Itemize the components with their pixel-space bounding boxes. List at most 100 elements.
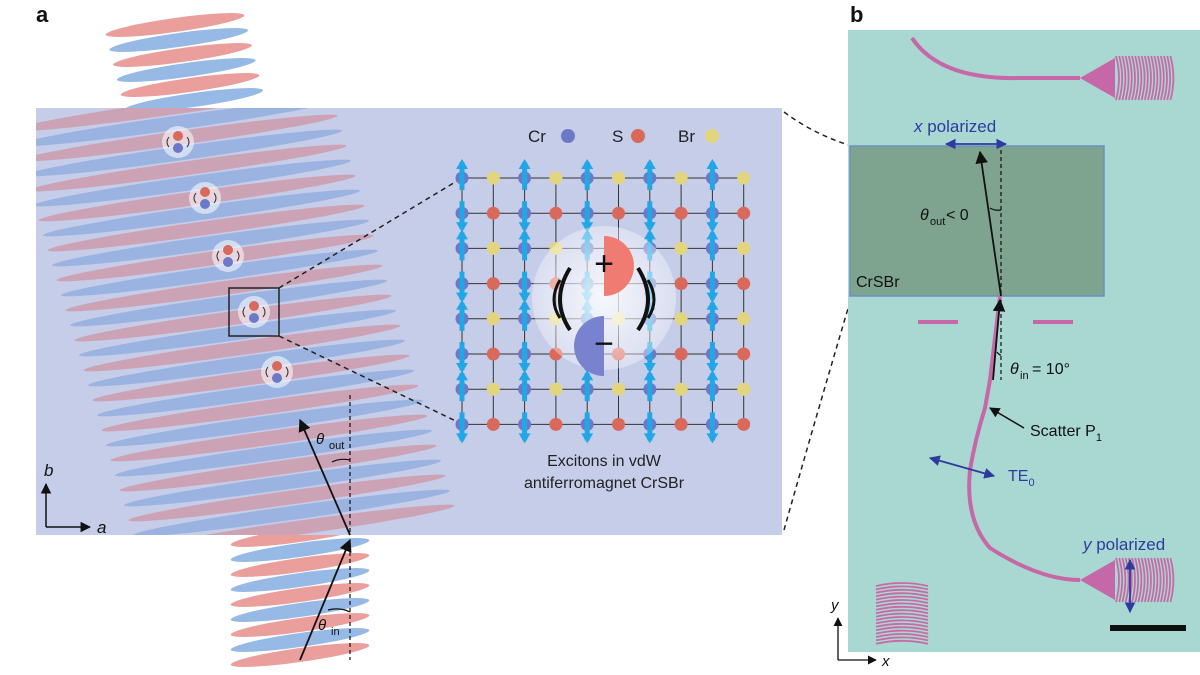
theta-out-symbol: θ	[316, 431, 324, 448]
s-atom	[486, 206, 500, 220]
wave-stripe	[230, 553, 370, 577]
cr-spin	[455, 201, 469, 233]
br-atom	[549, 382, 563, 396]
top-taper	[1080, 58, 1115, 98]
wave-stripe	[105, 13, 245, 37]
exciton-icon	[238, 296, 270, 328]
s-atom	[612, 206, 625, 220]
legend-br-label: Br	[678, 127, 695, 146]
wave-stripe	[133, 489, 450, 535]
legend-s-dot	[631, 129, 645, 143]
input-waveguide	[967, 295, 1081, 582]
cr-spin	[705, 201, 719, 233]
wave-stripe	[47, 204, 365, 252]
br-atom	[486, 312, 500, 326]
br-atom	[486, 382, 500, 396]
legend-cr-dot	[561, 129, 575, 143]
s-atom	[486, 347, 500, 361]
cr-spin	[455, 342, 469, 373]
wave-stripe	[230, 643, 370, 667]
wave-stripe	[106, 399, 423, 447]
minus-sign: −	[594, 325, 614, 363]
theta-out-value: < 0	[946, 207, 969, 224]
br-atom	[737, 241, 751, 255]
cr-spin	[518, 201, 532, 233]
wave-stripe	[65, 264, 383, 312]
exciton-halo	[532, 226, 676, 370]
cr-spin	[580, 412, 594, 444]
cr-spin	[518, 299, 532, 331]
wave-stripe	[36, 159, 351, 207]
beam-geometry: θ out θ in	[298, 395, 352, 661]
connector-bottom	[783, 294, 853, 531]
exciton-chain	[162, 126, 293, 388]
br-atom	[737, 312, 751, 326]
svg-text:out: out	[930, 216, 945, 228]
caption-line-1: Excitons in vdW	[547, 453, 662, 470]
cr-spin	[580, 370, 594, 402]
wave-stripe	[230, 628, 370, 652]
exciton-icon	[261, 356, 293, 388]
wave-stripe	[110, 414, 428, 462]
cr-spin	[455, 229, 469, 261]
wave-stripe	[124, 88, 264, 112]
wave-stripe	[230, 583, 370, 607]
cr-spin	[580, 201, 594, 233]
cr-spin	[705, 299, 719, 331]
br-atom	[674, 382, 688, 396]
cr-spin	[705, 342, 719, 373]
br-atom	[674, 171, 688, 185]
wave-stripe	[116, 58, 256, 82]
micrograph	[848, 30, 1200, 652]
theta-in-b: θ	[1010, 361, 1019, 378]
panel-b-annotations: x polarized θ out < 0 CrSBr θ in = 10° S…	[830, 117, 1165, 670]
incident-ray-b	[992, 298, 1006, 381]
exciton-zoom: + −	[532, 226, 676, 376]
wave-stripe	[137, 504, 455, 535]
wave-stripe	[92, 354, 410, 402]
wave-stripe	[230, 538, 370, 562]
br-atom	[674, 241, 688, 255]
incident-ray	[299, 538, 352, 661]
br-atom	[612, 382, 625, 396]
wave-stripe	[230, 568, 370, 592]
cr-spin	[705, 412, 719, 444]
crsbr-label: CrSBr	[856, 274, 900, 291]
wave-stripe	[124, 459, 441, 507]
crystal-axes: b a	[40, 461, 106, 537]
wave-stripe	[109, 28, 249, 52]
outgoing-ray	[298, 418, 351, 536]
s-atom	[549, 417, 563, 431]
theta-in-symbol: θ	[318, 617, 326, 634]
wave-stripe	[101, 384, 419, 432]
wave-stripe	[88, 339, 405, 387]
s-atom	[549, 206, 563, 220]
svg-text:in: in	[1020, 370, 1029, 382]
panel-b-label: b	[850, 2, 864, 27]
wave-stripe	[119, 444, 437, 492]
electron-half	[574, 316, 604, 376]
cr-spin	[455, 271, 469, 303]
cr-spin	[518, 229, 532, 261]
s-atom	[737, 417, 751, 431]
cr-spin	[705, 159, 719, 190]
br-atom	[486, 171, 500, 185]
exciton-icon	[162, 126, 194, 158]
s-atom	[612, 417, 625, 431]
wave-stripe	[120, 73, 260, 97]
cr-spin	[455, 159, 469, 190]
cr-spin	[518, 370, 532, 402]
wave-stripe	[61, 249, 378, 297]
axis-y-label: y	[830, 597, 840, 614]
x-polarized-label: x polarized	[913, 117, 996, 136]
atom-legend: Cr S Br	[528, 127, 719, 146]
legend-br-dot	[705, 129, 719, 143]
legend-cr-label: Cr	[528, 127, 546, 146]
br-atom	[612, 171, 625, 185]
cr-spin	[643, 201, 657, 233]
connector-top	[783, 111, 853, 147]
top-waveguide	[910, 36, 1080, 81]
exciton-icon	[189, 182, 221, 214]
s-atom	[737, 277, 751, 291]
